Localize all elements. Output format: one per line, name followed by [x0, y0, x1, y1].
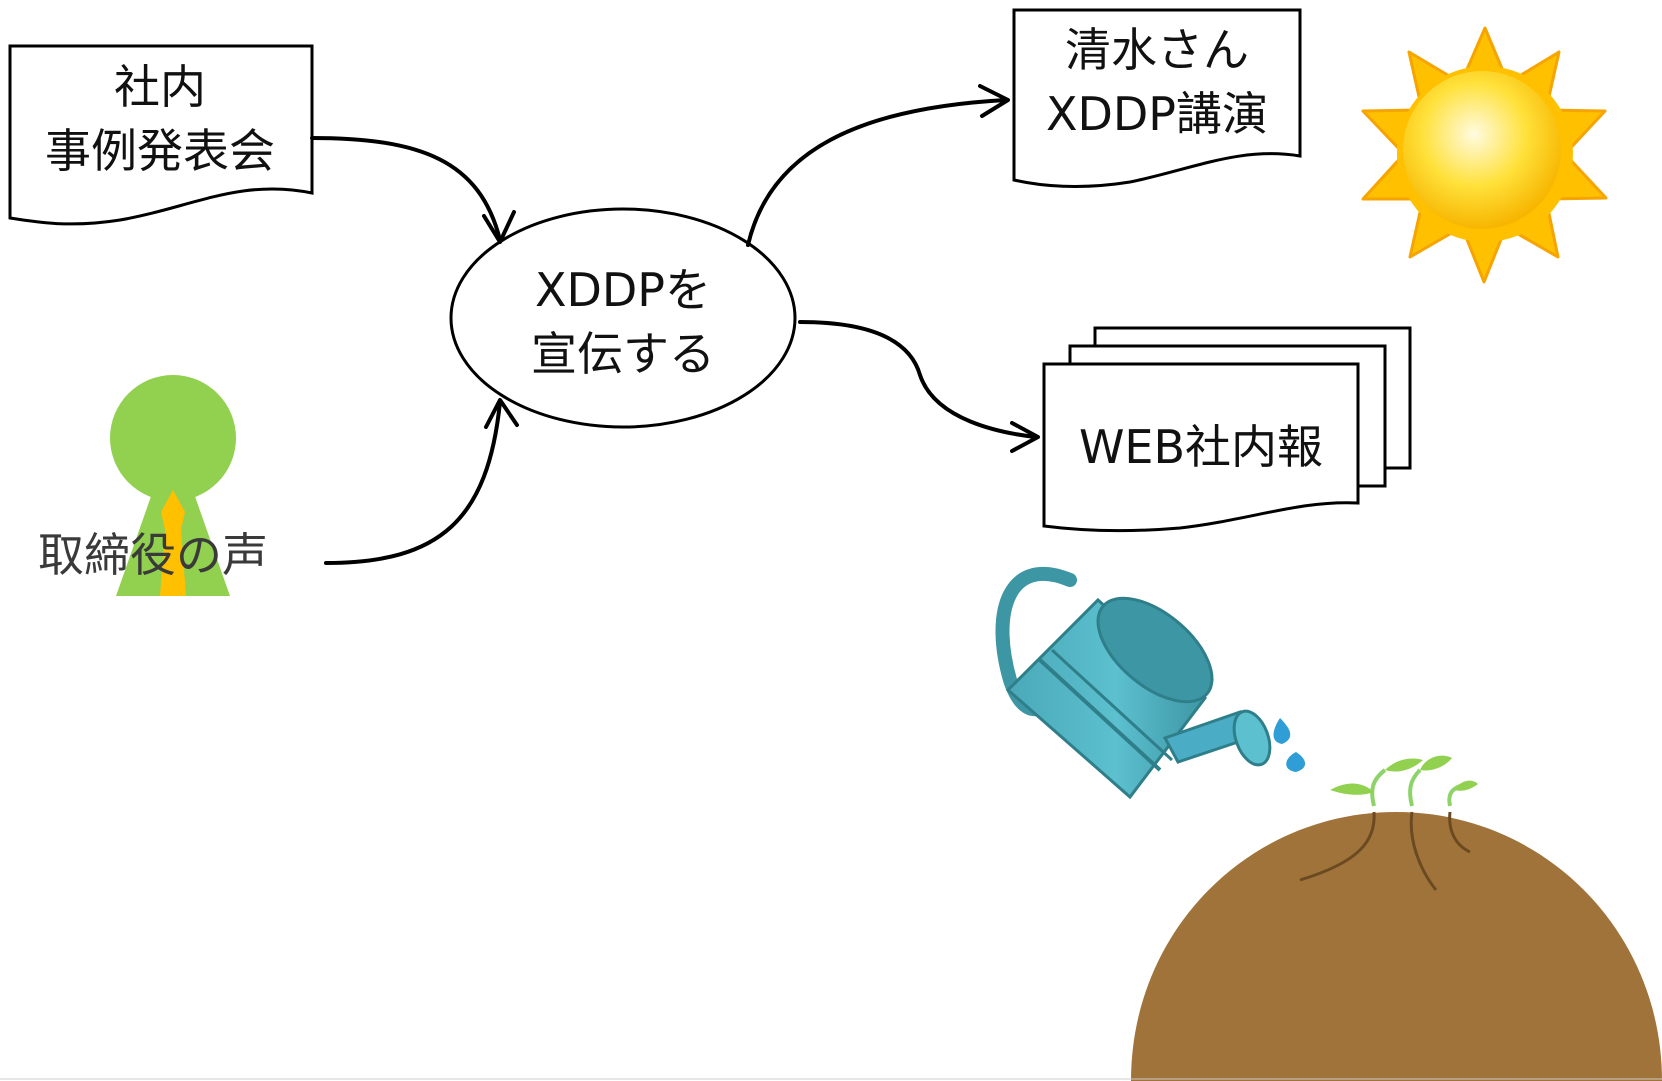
- sun-icon: [1361, 26, 1608, 284]
- arrow-executive-to-promote: [324, 398, 519, 565]
- soil-mound-icon: [1131, 812, 1662, 1081]
- shimizu-line1: 清水さん: [1065, 23, 1249, 77]
- multidocument-web-newsletter: WEB社内報: [1042, 326, 1412, 533]
- document-shimizu-lecture: 清水さん XDDP講演: [1012, 8, 1302, 188]
- watering-can-icon: [995, 567, 1306, 800]
- ellipse-promote-xddp: XDDPを 宣伝する: [449, 207, 797, 429]
- arrow-promote-to-shimizu: [746, 84, 1010, 247]
- internal-case-line2: 事例発表会: [45, 124, 275, 178]
- arrow-promote-to-web: [798, 320, 1040, 453]
- arrow-case-to-promote: [310, 136, 516, 244]
- promote-line2: 宣伝する: [531, 327, 715, 381]
- internal-case-line1: 社内: [114, 60, 206, 114]
- promote-line1: XDDPを: [535, 263, 711, 317]
- shimizu-line2: XDDP講演: [1046, 87, 1268, 141]
- executive-voice-label: 取締役の声: [38, 528, 268, 582]
- person-icon: [110, 375, 236, 596]
- web-newsletter-label: WEB社内報: [1079, 420, 1323, 474]
- sprouts-icon: [1299, 755, 1478, 891]
- document-internal-case-presentation: 社内 事例発表会: [8, 44, 314, 226]
